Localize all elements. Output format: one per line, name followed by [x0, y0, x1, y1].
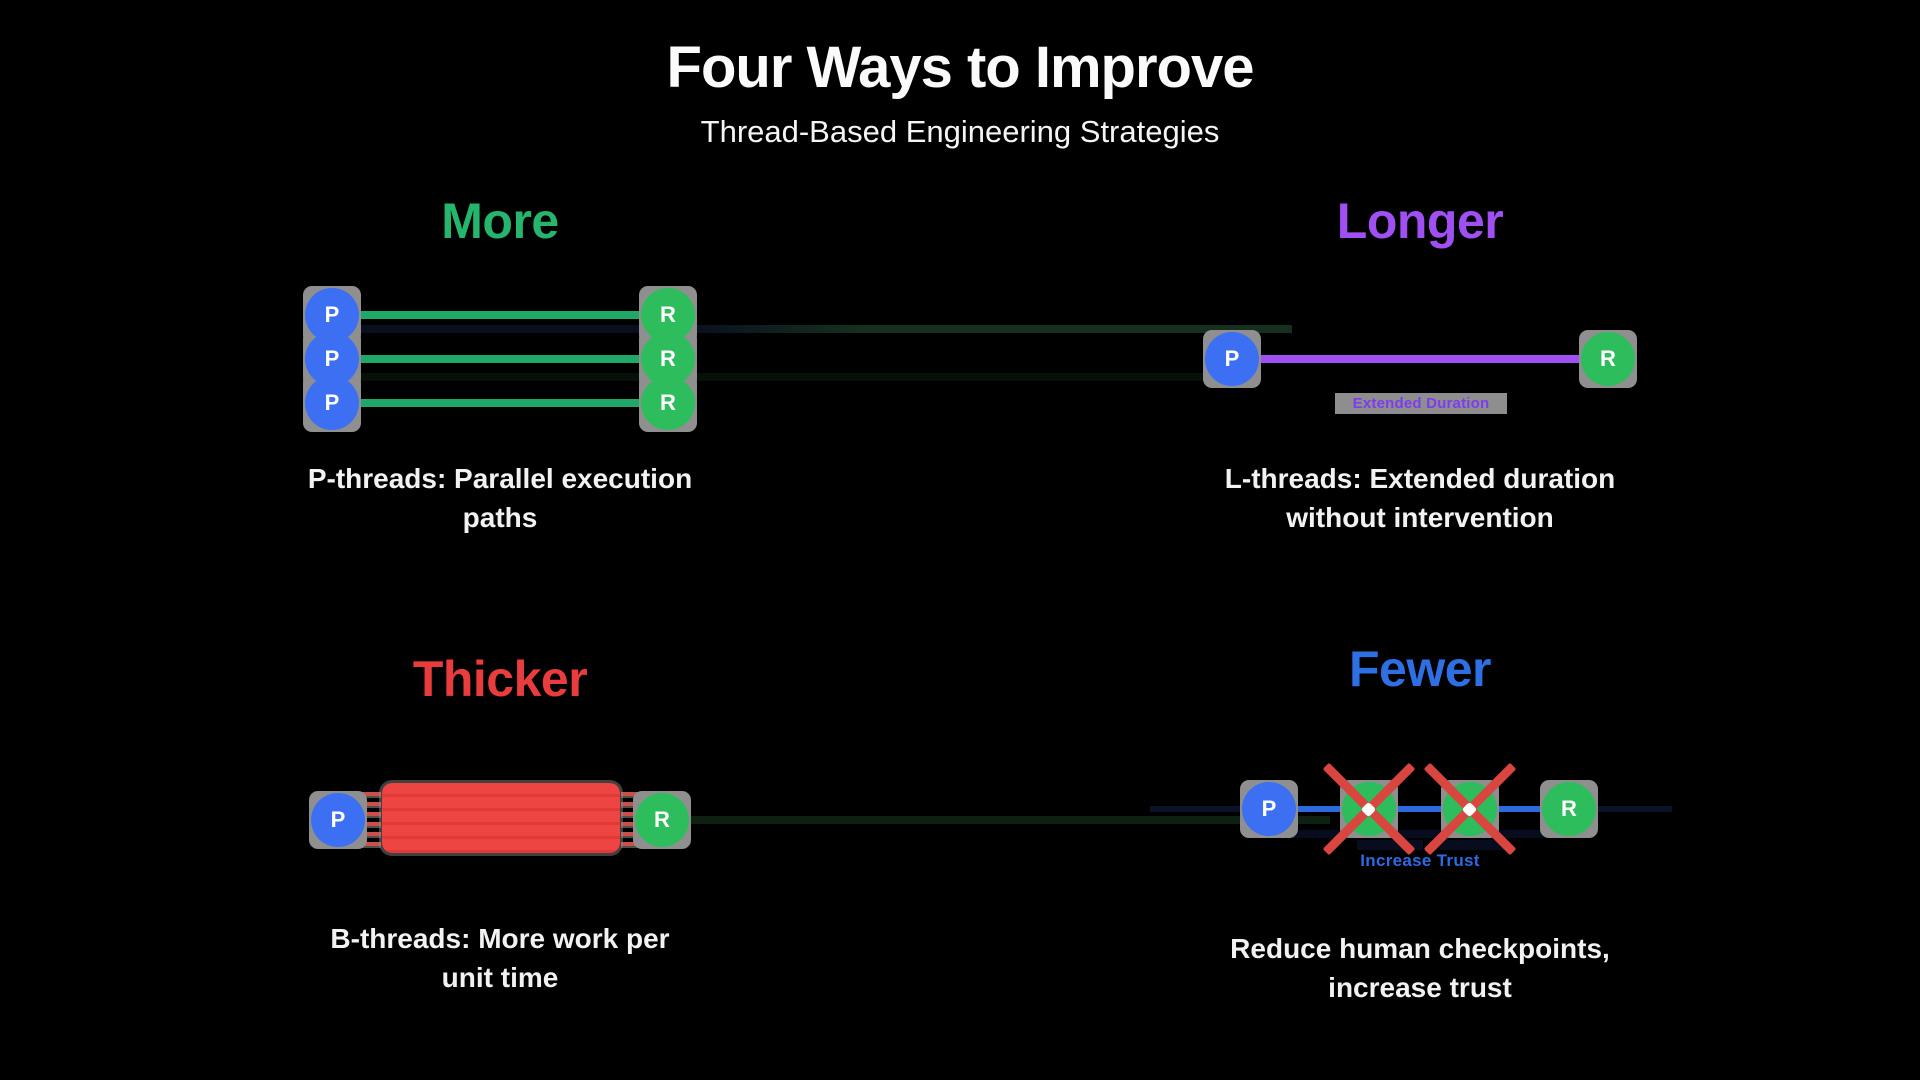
- longer-caption: L-threads: Extended duration without int…: [1140, 459, 1700, 537]
- thread-line: [332, 399, 668, 407]
- r-node: R: [641, 376, 695, 430]
- page-title: Four Ways to Improve: [666, 35, 1255, 100]
- thread-line: [332, 355, 668, 363]
- caption-line: without intervention: [1286, 502, 1554, 533]
- extended-duration-label: Extended Duration: [1335, 393, 1507, 414]
- thick-thread-bar: [382, 783, 620, 853]
- p-node-label: P: [1224, 346, 1240, 371]
- fewer-caption: Reduce human checkpoints, increase trust: [1140, 929, 1700, 1007]
- p-node: P: [305, 376, 359, 430]
- r-node-label: R: [1600, 346, 1616, 371]
- p-node: P: [1205, 332, 1259, 386]
- r-node: R: [635, 793, 689, 847]
- echo-line: [335, 325, 1292, 333]
- caption-line: Reduce human checkpoints,: [1230, 933, 1610, 964]
- r-node: R: [1581, 332, 1635, 386]
- r-node: R: [641, 332, 695, 386]
- r-node-label: R: [660, 346, 676, 371]
- p-node: P: [311, 793, 365, 847]
- page-subtitle: Thread-Based Engineering Strategies: [700, 114, 1220, 149]
- caption-line: paths: [462, 502, 538, 533]
- p-node: P: [1242, 782, 1296, 836]
- p-node-label: P: [324, 302, 340, 327]
- thread-line: [332, 311, 668, 319]
- r-node-label: R: [1561, 796, 1577, 821]
- more-caption: P-threads: Parallel execution paths: [220, 459, 780, 537]
- caption-line: L-threads: Extended duration: [1224, 463, 1616, 494]
- thicker-heading: Thicker: [412, 651, 588, 707]
- thread-line: [1269, 806, 1569, 812]
- r-node-label: R: [660, 302, 676, 327]
- increase-trust-label: Increase Trust: [1360, 851, 1480, 870]
- echo-line: [690, 816, 1330, 824]
- thread-line: [1232, 355, 1608, 363]
- r-node-label: R: [660, 390, 676, 415]
- longer-heading: Longer: [1336, 193, 1504, 249]
- p-node-label: P: [1261, 796, 1277, 821]
- caption-line: B-threads: More work per: [330, 923, 670, 954]
- caption-line: unit time: [441, 962, 559, 993]
- caption-line: P-threads: Parallel execution: [307, 463, 693, 494]
- thicker-caption: B-threads: More work per unit time: [220, 919, 780, 997]
- echo-line: [1597, 806, 1672, 812]
- r-node: R: [1542, 782, 1596, 836]
- fewer-heading: Fewer: [1348, 641, 1492, 697]
- echo-line: [335, 373, 1255, 381]
- more-heading: More: [441, 193, 559, 249]
- r-node-label: R: [654, 807, 670, 832]
- caption-line: increase trust: [1328, 972, 1512, 1003]
- p-node-label: P: [324, 346, 340, 371]
- p-node-label: P: [324, 390, 340, 415]
- p-node-label: P: [330, 807, 346, 832]
